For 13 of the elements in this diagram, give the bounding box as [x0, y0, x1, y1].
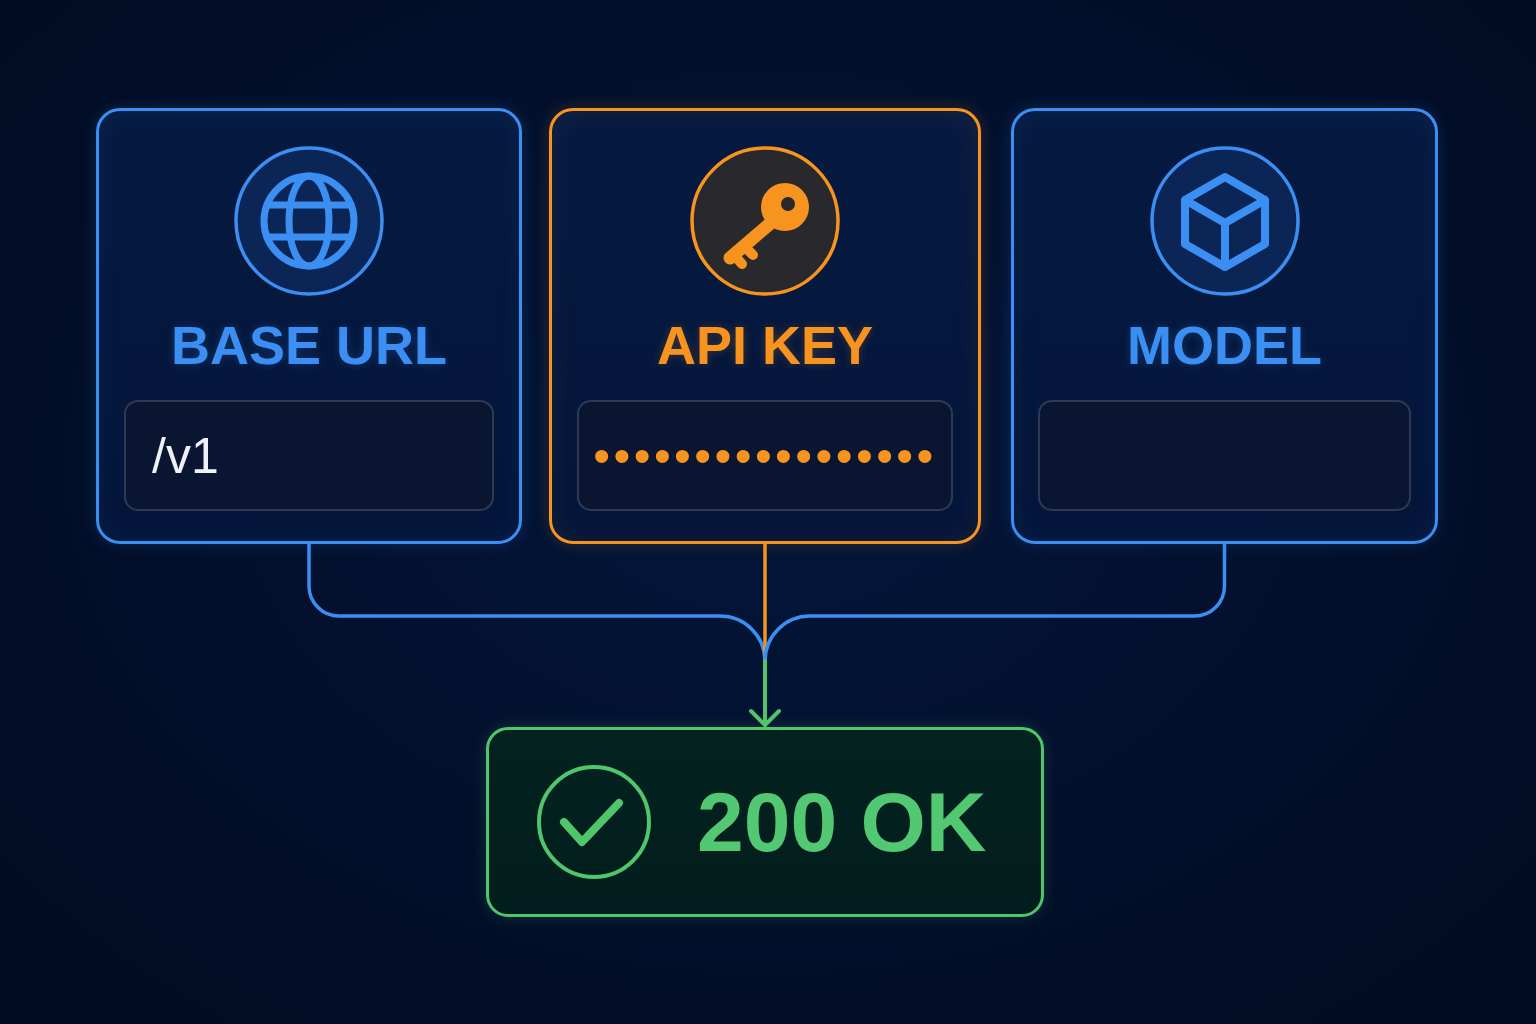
arrow — [749, 659, 781, 727]
config-card — [1011, 108, 1438, 544]
config-card — [96, 108, 522, 544]
status-box — [486, 727, 1044, 917]
connector-line — [763, 542, 1227, 663]
setting-title: API KEY — [656, 314, 874, 377]
status-text: 200 OK — [697, 780, 987, 864]
config-card — [549, 108, 981, 544]
password-field: ••••••••••••••••• — [577, 400, 953, 511]
input-field — [1038, 400, 1411, 511]
setting-title: MODEL — [1127, 314, 1322, 377]
setting-title: BASE URL — [171, 314, 447, 377]
input-field: /v1 — [124, 400, 494, 511]
